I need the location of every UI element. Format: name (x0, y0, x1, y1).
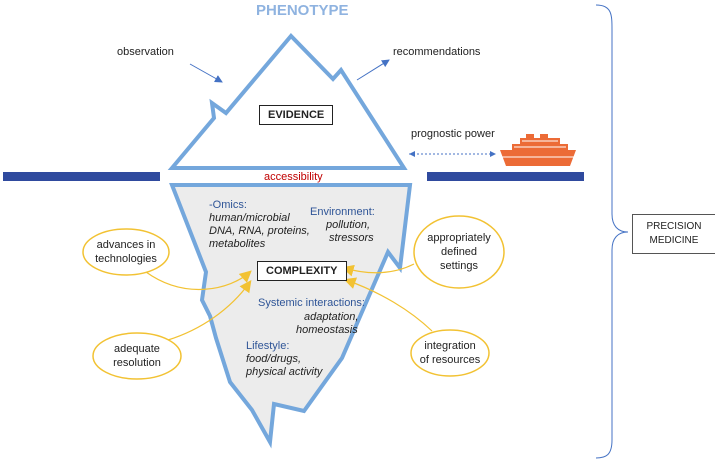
observation-arrow (189, 63, 223, 83)
precision-medicine-line-1: PRECISION (646, 221, 702, 232)
oval-resolution (92, 332, 182, 380)
environment-line-1: pollution, (326, 219, 371, 231)
evidence-box: EVIDENCE (259, 105, 334, 125)
iceberg-tip (167, 33, 408, 170)
phenotype-title: PHENOTYPE (256, 2, 349, 19)
oval-integration-line-2: of resources (419, 354, 481, 366)
prognostic-power-label: prognostic power (411, 128, 495, 140)
systemic-line-1: adaptation, (304, 311, 359, 323)
arrow-resolution (167, 280, 252, 341)
oval-advances-text: advances in technologies (88, 238, 164, 266)
precision-medicine-bracket (595, 4, 629, 459)
precision-medicine-box: PRECISION MEDICINE (632, 214, 715, 254)
arrow-settings (341, 263, 415, 277)
recommendations-label: recommendations (393, 46, 481, 58)
oval-resolution-text: adequate resolution (99, 342, 175, 370)
omics-heading: -Omics: (209, 199, 247, 211)
lifestyle-line-1: food/drugs, (246, 353, 302, 365)
arrow-integration (343, 277, 433, 332)
ship-icon (500, 134, 576, 166)
oval-resolution-line-2: resolution (113, 357, 161, 369)
complexity-box: COMPLEXITY (257, 261, 347, 281)
oval-advances (82, 228, 170, 276)
accessibility-label: accessibility (264, 171, 323, 183)
omics-line-3: metabolites (209, 238, 266, 250)
water-line-left (3, 172, 160, 181)
oval-settings-line-2: defined (440, 246, 478, 258)
omics-line-2: DNA, RNA, proteins, (209, 225, 310, 237)
precision-medicine-line-2: MEDICINE (649, 235, 699, 246)
oval-resolution-line-1: adequate (114, 343, 160, 355)
observation-label: observation (117, 46, 174, 58)
systemic-heading: Systemic interactions: (258, 297, 365, 309)
oval-integration-text: integration of resources (414, 339, 486, 367)
oval-advances-line-2: technologies (95, 253, 157, 265)
oval-settings (413, 215, 505, 289)
oval-settings-text: appropriately defined settings (419, 231, 499, 273)
oval-settings-line-3: settings (440, 260, 478, 272)
environment-heading: Environment: (310, 206, 375, 218)
oval-settings-line-1: appropriately (427, 232, 491, 244)
systemic-line-2: homeostasis (296, 324, 358, 336)
oval-integration-line-1: integration (424, 340, 476, 352)
arrow-advances (145, 270, 252, 290)
iceberg-submerged (169, 183, 413, 449)
lifestyle-heading: Lifestyle: (246, 340, 290, 352)
recommendations-arrow (356, 59, 390, 81)
oval-advances-line-1: advances in (96, 239, 156, 251)
lifestyle-line-2: physical activity (246, 366, 323, 378)
environment-line-2: stressors (329, 232, 374, 244)
oval-integration (410, 329, 490, 377)
omics-line-1: human/microbial (209, 212, 290, 224)
water-line-right (427, 172, 584, 181)
